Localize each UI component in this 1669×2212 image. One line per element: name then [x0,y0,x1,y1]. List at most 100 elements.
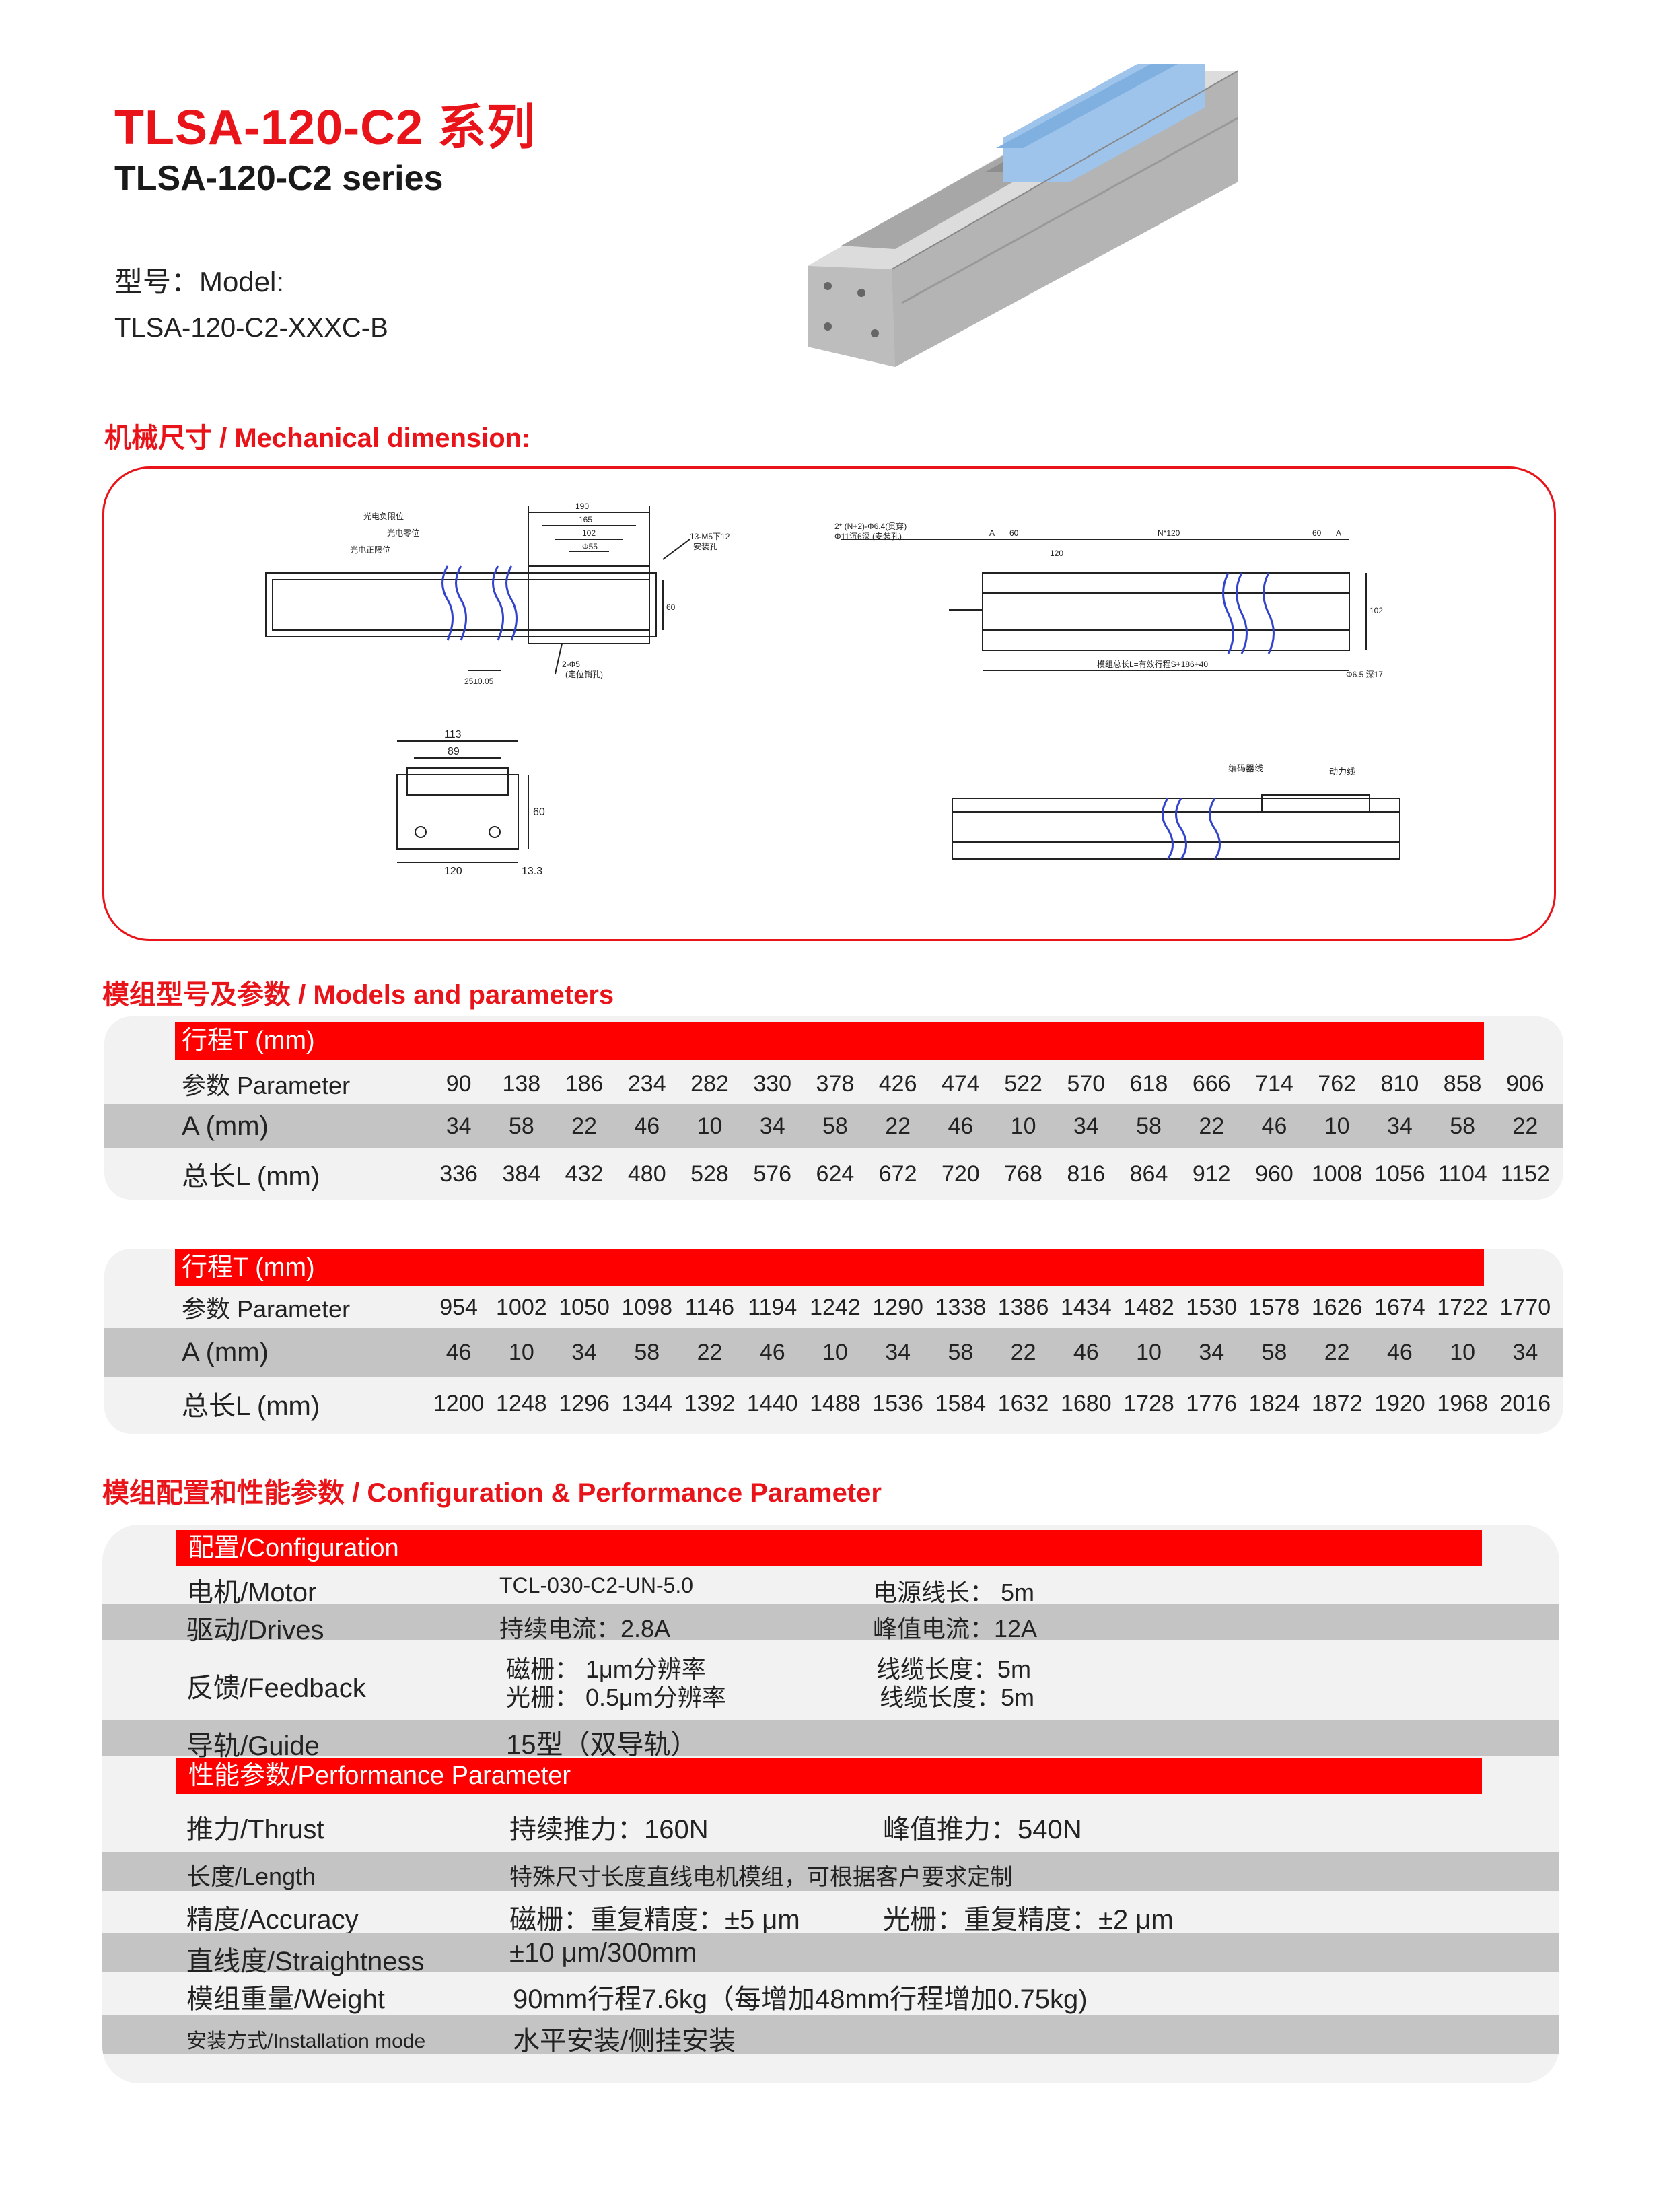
label-a-left: A [989,528,995,538]
table-cell: 46 [446,1339,472,1365]
note-holes: 2* (N+2)-Φ6.4(贯穿) [834,521,907,531]
product-image [808,64,1238,367]
table-cell: 666 [1192,1070,1231,1097]
page-title-en: TLSA-120-C2 series [114,159,443,198]
table-cell: 58 [822,1113,848,1139]
table-cell: 34 [885,1339,911,1365]
drawing-front-view: 编码器线 动力线 [952,763,1400,860]
note-neg-limit: 光电负限位 [363,511,404,521]
table-cell: 432 [565,1161,604,1187]
guide-label: 导轨/Guide [186,1731,320,1761]
drawing-side-view: 2* (N+2)-Φ6.4(贯穿) Φ11沉6深 (安装孔) A 60 120 … [834,521,1383,679]
table-cell: 1488 [810,1390,861,1416]
table-cell: 1098 [621,1294,673,1320]
row-length: 长度/Length 特殊尺寸长度直线电机模组，可根据客户要求定制 [102,1852,1559,1891]
row-thrust: 推力/Thrust 持续推力：160N 峰值推力：540N [102,1794,1559,1852]
table-cell: 90 [446,1070,472,1097]
note-total-length: 模组总长L=有效行程S+186+40 [1097,659,1208,669]
note-m5: 13-M5下12 [690,532,730,541]
table-cell: 1770 [1499,1294,1551,1320]
note-counterbore: Φ11沉6深 (安装孔) [834,531,902,541]
model-value: TLSA-120-C2-XXXC-B [114,313,388,343]
table-cell: 10 [1136,1339,1162,1365]
length-label: 长度/Length [186,1863,316,1890]
table-cell: 1002 [496,1294,547,1320]
dim-120: 120 [1050,549,1063,558]
drives-label: 驱动/Drives [186,1616,324,1645]
table-cell: 1056 [1374,1161,1425,1187]
table-cell: 58 [948,1339,974,1365]
row-drives: 驱动/Drives 持续电流：2.8A 峰值电流：12A [102,1604,1559,1645]
thrust-extra: 峰值推力：540N [883,1815,1082,1844]
dim-89: 89 [448,746,460,757]
dim-102-side: 102 [1370,606,1383,615]
table-cell: 58 [508,1113,534,1139]
table-cell: 46 [1261,1113,1287,1139]
weight-label: 模组重量/Weight [186,1984,385,2014]
table-header-stroke: 行程T (mm) [175,1249,1484,1286]
straightness-label: 直线度/Straightness [186,1947,425,1976]
mechanical-drawing-panel: 190 165 102 Φ55 光电负限位 光电零位 光电正限位 13-M5下1… [102,466,1556,941]
drawing-top-view: 190 165 102 Φ55 光电负限位 光电零位 光电正限位 13-M5下1… [265,502,730,686]
table-cell: 1290 [872,1294,923,1320]
table-cell: 1434 [1060,1294,1112,1320]
table-cell: 1482 [1123,1294,1174,1320]
table-cell: 58 [1136,1113,1162,1139]
table-cell: 1200 [433,1390,485,1416]
table-cell: 720 [941,1161,980,1187]
table-cell: 864 [1129,1161,1168,1187]
table-cell: 474 [941,1070,980,1097]
section-title-mechanical: 机械尺寸 / Mechanical dimension: [104,423,531,453]
row-label: 总长L (mm) [182,1391,320,1421]
table-cell: 34 [1386,1113,1413,1139]
table-header-stroke: 行程T (mm) [175,1022,1484,1060]
accuracy-extra: 光栅：重复精度：±2 μm [883,1905,1174,1935]
table-cell: 618 [1129,1070,1168,1097]
table-cell: 46 [1073,1339,1099,1365]
table-cell: 714 [1255,1070,1293,1097]
page-title-cn: TLSA-120-C2 系列 [114,101,536,155]
config-table: 配置/Configuration 电机/Motor TCL-030-C2-UN-… [102,1525,1559,2083]
section-title-models: 模组型号及参数 / Models and parameters [102,980,614,1010]
straightness-value: ±10 μm/300mm [509,1938,697,1968]
table-cell: 762 [1318,1070,1357,1097]
table-cell: 10 [1450,1339,1476,1365]
table-cell: 10 [822,1339,848,1365]
table-cell: 1392 [684,1390,736,1416]
row-label: A (mm) [182,1337,269,1367]
table-cell: 1242 [810,1294,861,1320]
table-cell: 1872 [1311,1390,1363,1416]
table-cell: 960 [1255,1161,1293,1187]
table-cell: 22 [571,1113,597,1139]
row-install: 安装方式/Installation mode 水平安装/侧挂安装 [102,2015,1559,2056]
table-cell: 1530 [1186,1294,1238,1320]
note-pin-hole: (定位销孔) [565,669,603,679]
config-header: 配置/Configuration [176,1530,1482,1566]
performance-header: 性能参数/Performance Parameter [176,1758,1482,1794]
table-cell: 378 [816,1070,855,1097]
table-cell: 282 [690,1070,729,1097]
section-title-config: 模组配置和性能参数 / Configuration & Performance … [102,1478,882,1508]
table-cell: 336 [439,1161,478,1187]
table-cell: 34 [1512,1339,1538,1365]
table-cell: 10 [1010,1113,1036,1139]
table-cell: 1578 [1248,1294,1300,1320]
table-cell: 522 [1004,1070,1042,1097]
table-cell: 34 [571,1339,597,1365]
note-mount: 安装孔 [693,541,717,551]
table-cell: 34 [1199,1339,1225,1365]
feedback-extra-2: 线缆长度：5m [880,1684,1035,1711]
table-cell: 1146 [684,1294,735,1320]
dim-phi55: Φ55 [582,542,598,551]
table-cell: 384 [502,1161,541,1187]
table-cell: 34 [759,1113,785,1139]
table-cell: 58 [634,1339,660,1365]
table-cell: 1536 [872,1390,923,1416]
table-cell: 1776 [1186,1390,1238,1416]
dim-n120: N*120 [1158,528,1180,538]
guide-value: 15型（双导轨） [506,1730,698,1760]
